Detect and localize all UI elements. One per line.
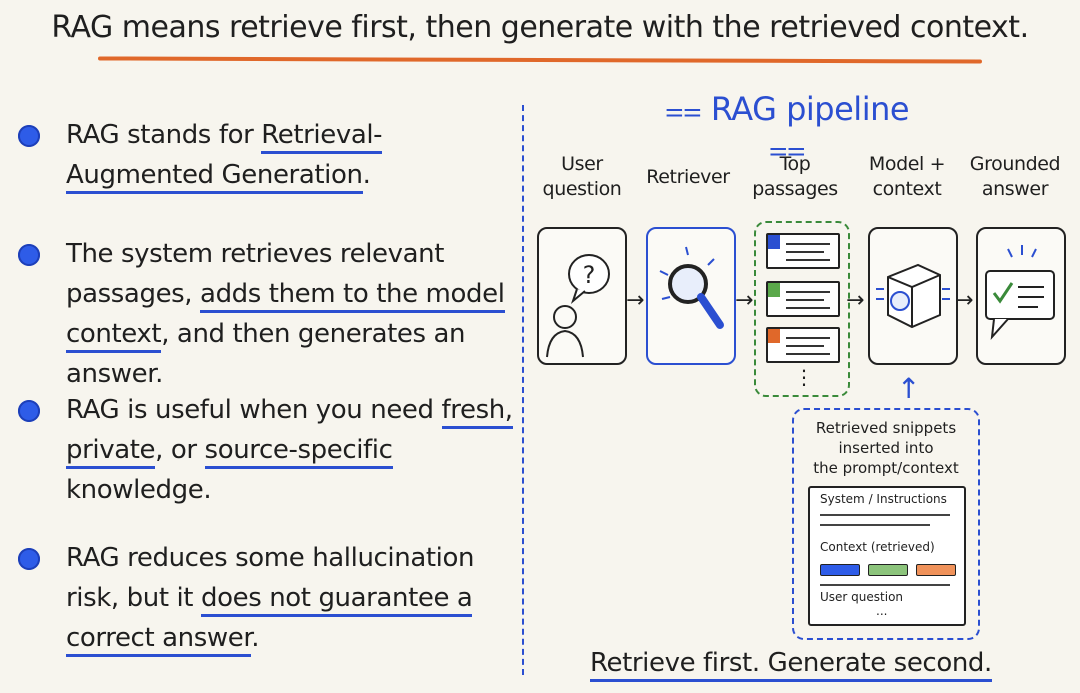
prompt-ellipsis: ... [876, 604, 888, 618]
pipeline-title: ⩵ RAG pipeline ⩵ [652, 90, 922, 168]
step-label-user-question: User question [527, 152, 637, 202]
passage-line [786, 337, 830, 339]
bullet-3-mid: , or [155, 435, 205, 465]
step-label-line2: answer [981, 178, 1049, 200]
step-label-retriever: Retriever [633, 165, 743, 190]
bullet-1-post: . [362, 160, 371, 190]
bullet-dot-icon [18, 400, 40, 422]
arrow-right-icon: → [626, 288, 645, 313]
column-divider [522, 105, 524, 675]
arrow-right-icon: → [955, 288, 974, 313]
passage-tab-green [768, 283, 780, 297]
bullet-4-text: RAG reduces some hallucination risk, but… [66, 538, 516, 658]
top-passages-group: ⋮ [754, 221, 850, 397]
prompt-context-card: System / Instructions Context (retrieved… [808, 486, 966, 626]
grounded-answer-panel [976, 227, 1066, 365]
bullet-dot-icon [18, 125, 40, 147]
sparkle-left-icon: ⩵ [664, 90, 711, 128]
passage-line [786, 345, 824, 347]
bullet-2-pre: The system retrieves relevant passages, [66, 239, 445, 309]
prompt-line [820, 514, 950, 516]
bullet-2-post: , and then generates an answer. [66, 319, 466, 389]
step-label-line1: Grounded [969, 153, 1061, 175]
passage-line [786, 259, 830, 261]
passage-line [786, 251, 824, 253]
snippets-caption: Retrieved snippets inserted into the pro… [794, 418, 978, 478]
more-passages-ellipsis: ⋮ [794, 365, 814, 389]
bullet-2-underlined: adds them to the model context [66, 279, 505, 353]
bullet-3-underlined-2: source-specific [204, 435, 393, 469]
snippets-caption-line3: the prompt/context [813, 459, 959, 477]
bullet-1-pre: RAG stands for [66, 120, 262, 150]
retriever-panel [646, 227, 736, 365]
bullet-4-underlined: does not guarantee a correct answer [66, 583, 473, 657]
bullet-1-text: RAG stands for Retrieval-Augmented Gener… [66, 115, 516, 195]
check-icon [992, 282, 1014, 304]
passage-doc-2 [766, 281, 840, 317]
step-label-line2: context [872, 178, 942, 200]
passage-line [786, 243, 830, 245]
bullet-2-text: The system retrieves relevant passages, … [66, 234, 516, 394]
prompt-line [820, 584, 950, 586]
title-underline [97, 56, 983, 64]
footer-text: Retrieve first. Generate second. [590, 648, 992, 682]
snippets-caption-line1: Retrieved snippets [815, 419, 957, 437]
brain-icon [890, 291, 910, 311]
magnifier-icon [659, 246, 724, 329]
passage-line [786, 353, 830, 355]
bullet-1-underlined: Retrieval-Augmented Generation [66, 120, 383, 194]
bullet-3-post: knowledge. [66, 475, 212, 505]
context-chip-green [868, 564, 908, 576]
arrow-right-icon: → [846, 288, 865, 313]
bullet-dot-icon [18, 244, 40, 266]
arrow-up-icon: ↑ [897, 372, 921, 405]
snippets-caption-line2: inserted into [838, 439, 934, 457]
user-question-icon: ? [546, 254, 610, 358]
step-label-grounded-answer: Grounded answer [960, 152, 1070, 202]
context-chip-orange [916, 564, 956, 576]
bullet-3-pre: RAG is useful when you need [66, 395, 442, 425]
bullet-dot-icon [18, 548, 40, 570]
question-mark: ? [583, 261, 596, 289]
passage-doc-1 [766, 233, 840, 269]
model-context-panel [868, 227, 958, 365]
passage-tab-orange [768, 329, 780, 343]
step-label-model-context: Model + context [852, 152, 962, 202]
step-label-line1: User [561, 153, 603, 175]
passage-line [786, 299, 824, 301]
step-label-line1: Top [779, 153, 811, 175]
model-cube-icon [876, 263, 950, 329]
user-question-panel: ? [537, 227, 627, 365]
step-label-line2: passages [752, 178, 838, 200]
answer-bubble-icon [985, 245, 1055, 341]
pipeline-title-text: RAG pipeline [710, 90, 910, 128]
step-label-line1: Retriever [646, 166, 730, 188]
page-title: RAG means retrieve first, then generate … [51, 10, 1029, 45]
step-label-line1: Model + [868, 153, 946, 175]
prompt-user-label: User question [820, 590, 904, 604]
bullet-3-underlined-1: fresh, private [66, 395, 513, 469]
bullet-3-text: RAG is useful when you need fresh, priva… [66, 390, 516, 510]
step-label-top-passages: Top passages [740, 152, 850, 202]
passage-line [786, 291, 830, 293]
passage-tab-blue [768, 235, 780, 249]
prompt-system-label: System / Instructions [820, 492, 947, 506]
retrieved-snippets-box: Retrieved snippets inserted into the pro… [792, 408, 980, 640]
arrow-right-icon: → [735, 288, 754, 313]
footer-tagline: Retrieve first. Generate second. [590, 648, 992, 682]
passage-doc-3 [766, 327, 840, 363]
step-label-line2: question [542, 178, 622, 200]
bullet-4-post: . [251, 623, 260, 653]
passage-line [786, 307, 830, 309]
sparkle-right-icon: ⩵ [768, 129, 806, 167]
prompt-line [820, 524, 930, 526]
prompt-context-label: Context (retrieved) [820, 540, 935, 554]
context-chip-blue [820, 564, 860, 576]
bullet-4-pre: RAG reduces some hallucination risk, but… [66, 543, 475, 613]
